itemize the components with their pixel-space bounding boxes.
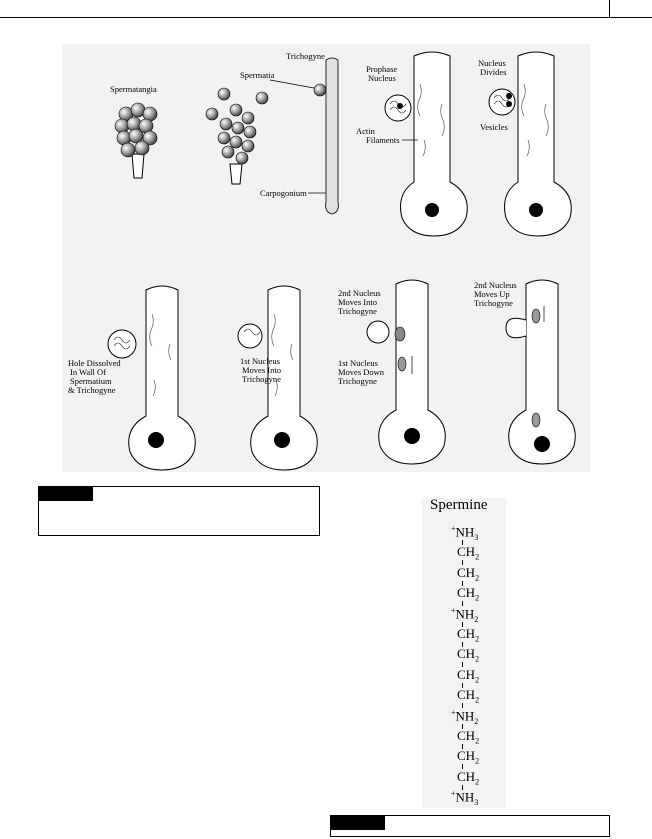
label-second-up-line3: Trichogyne <box>474 298 513 308</box>
label-actin-line2: Filaments <box>366 135 400 145</box>
spermine-bond <box>462 744 463 749</box>
label-prophase-line1: Prophase <box>366 64 397 74</box>
label-first-into-line1: 1st Nucleus <box>240 356 280 366</box>
label-second-into-line3: Trichogyne <box>338 306 377 316</box>
spermine-group: +NH3 <box>451 789 479 808</box>
carpogonium-8 <box>505 279 576 465</box>
spermine-bond <box>462 703 463 709</box>
label-second-into-line1: 2nd Nucleus <box>338 288 381 298</box>
spermine-group: CH2 <box>457 666 480 685</box>
label-first-down-line1: 1st Nucleus <box>338 358 378 368</box>
caption-tag-right <box>331 816 385 830</box>
label-first-into-line3: Trichogyne <box>242 374 281 384</box>
fertilization-figure: Spermatangia Spermatia Trichogyne Carpog… <box>62 44 590 472</box>
spermine-group: CH2 <box>457 768 480 787</box>
label-spermatangia: Spermatangia <box>110 84 157 94</box>
label-first-down-line3: Trichogyne <box>338 376 377 386</box>
thin-carpogonium <box>325 57 339 215</box>
spermine-group: CH2 <box>457 748 480 766</box>
label-first-into-line2: Moves Into <box>242 365 281 375</box>
spermine-group: +NH2 <box>451 605 479 624</box>
spermine-group: CH2 <box>457 626 480 644</box>
spermine-bond <box>462 560 463 566</box>
spermine-panel <box>422 498 506 808</box>
label-vesicles: Vesicles <box>480 122 508 132</box>
spermine-group: CH2 <box>457 687 480 705</box>
spermatangia-cluster <box>114 102 158 179</box>
carpogonium-7 <box>366 279 446 465</box>
label-actin-line1: Actin <box>356 126 376 136</box>
label-second-into-line2: Moves Into <box>338 297 377 307</box>
spermine-bond <box>462 662 463 668</box>
header-page-divider <box>609 0 610 18</box>
spermine-group: CH2 <box>457 585 480 603</box>
label-divides-line2: Divides <box>480 67 506 77</box>
spermine-bond <box>462 642 463 647</box>
spermine-bond <box>462 723 463 729</box>
spermine-group: CH2 <box>457 728 480 746</box>
label-hole-line1: Hole Dissolved <box>68 358 121 368</box>
spermine-group: CH2 <box>457 646 480 664</box>
spermatia-cluster <box>205 83 327 185</box>
spermine-bond <box>462 621 463 627</box>
label-spermatia: Spermatia <box>240 70 275 80</box>
label-prophase-line2: Nucleus <box>368 73 396 83</box>
spermine-bond <box>462 784 463 790</box>
header-rule <box>0 17 652 18</box>
spermine-bond <box>462 764 463 770</box>
spermine-group: +NH3 <box>451 524 479 542</box>
label-second-up-line2: Moves Up <box>474 289 510 299</box>
label-divides-line1: Nucleus <box>478 58 506 68</box>
carpogonium-3 <box>384 51 468 237</box>
caption-box-left <box>38 486 320 536</box>
spermine-group: CH2 <box>457 544 480 562</box>
spermine-group: CH2 <box>457 564 480 583</box>
label-hole-line4: & Trichogyne <box>68 385 116 395</box>
caption-box-right <box>330 815 610 837</box>
carpogonium-4 <box>488 51 572 237</box>
label-carpogonium: Carpogonium <box>260 188 307 198</box>
caption-tag-left <box>39 487 93 501</box>
spermine-group: +NH2 <box>451 707 479 726</box>
carpogonium-6 <box>237 285 318 471</box>
spermine-bond <box>462 601 463 607</box>
spermine-bond <box>462 682 463 688</box>
label-second-up-line1: 2nd Nucleus <box>474 280 517 290</box>
spermine-bond <box>462 540 463 545</box>
carpogonium-5 <box>107 285 196 471</box>
label-hole-line3: Spermatium <box>70 376 112 386</box>
label-hole-line2: In Wall Of <box>70 367 106 377</box>
spermine-title: Spermine <box>430 497 488 513</box>
spermine-bond <box>462 580 463 586</box>
label-trichogyne: Trichogyne <box>286 51 325 61</box>
label-first-down-line2: Moves Down <box>338 367 385 377</box>
